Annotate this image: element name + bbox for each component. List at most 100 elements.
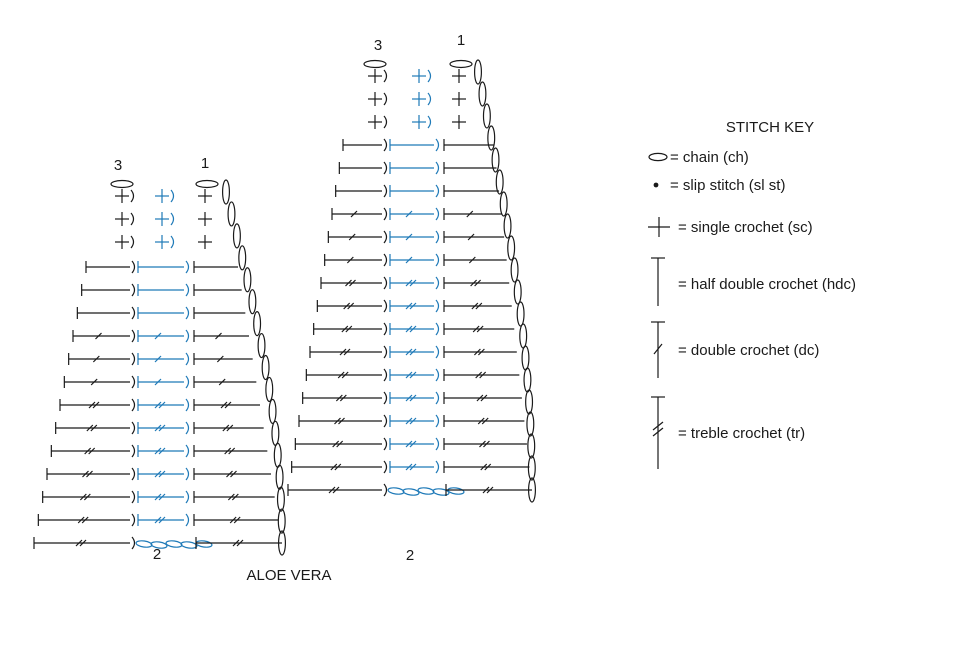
stitch-gap-icon xyxy=(185,329,190,343)
chain-icon xyxy=(417,487,435,495)
chain-icon xyxy=(402,488,420,496)
chain-icon xyxy=(278,530,287,556)
stitch-gap-icon xyxy=(131,329,136,343)
stitch-mark xyxy=(389,277,434,289)
chain-icon xyxy=(277,508,286,534)
stitch-mark xyxy=(389,415,434,427)
chain-icon xyxy=(449,59,473,69)
large-chart-label-2: 2 xyxy=(406,547,414,564)
stitch-mark xyxy=(193,468,271,480)
stitch-mark xyxy=(193,330,249,342)
stitch-gap-icon xyxy=(131,467,136,481)
stitch-mark xyxy=(305,369,382,381)
chain-icon xyxy=(248,289,257,315)
single-crochet-icon xyxy=(412,115,426,129)
chain-icon xyxy=(521,345,530,371)
stitch-gap-icon xyxy=(435,368,440,382)
stitch-gap-icon xyxy=(130,212,135,226)
chain-icon xyxy=(271,420,280,446)
small-chart-label-2: 2 xyxy=(153,546,161,563)
small-chart-label-1: 1 xyxy=(201,155,209,172)
stitch-gap-icon xyxy=(435,138,440,152)
stitch-gap-icon xyxy=(185,444,190,458)
stitch-gap-icon xyxy=(185,260,190,274)
chain-icon xyxy=(507,235,516,261)
stitch-mark xyxy=(46,468,130,480)
single-crochet-icon xyxy=(198,235,212,249)
stitch-mark xyxy=(443,346,517,358)
stitch-mark xyxy=(33,537,130,549)
stitch-gap-icon xyxy=(383,161,388,175)
stitch-gap-icon xyxy=(131,306,136,320)
small-chart xyxy=(33,179,287,556)
stitch-mark xyxy=(291,461,382,473)
stitch-mark xyxy=(389,392,434,404)
chain-icon xyxy=(516,301,525,327)
stitch-gap-icon xyxy=(435,253,440,267)
stitch-mark xyxy=(195,537,282,549)
diagram-caption: ALOE VERA xyxy=(246,567,331,584)
stitch-mark xyxy=(313,323,382,335)
stitch-gap-icon xyxy=(435,207,440,221)
stitch-gap-icon xyxy=(383,115,388,129)
single-crochet-icon xyxy=(198,189,212,203)
stitch-gap-icon xyxy=(131,536,136,550)
stitch-mark xyxy=(389,185,434,197)
chain-icon xyxy=(275,464,284,490)
stitch-mark xyxy=(63,376,130,388)
stitch-gap-icon xyxy=(435,460,440,474)
chain-icon xyxy=(222,179,231,205)
chain-icon xyxy=(648,152,668,162)
stitch-mark xyxy=(193,491,275,503)
stitch-gap-icon xyxy=(185,421,190,435)
stitch-mark xyxy=(137,491,184,503)
key-treble-crochet-text: = treble crochet (tr) xyxy=(678,425,805,442)
treble-crochet-icon xyxy=(651,396,665,469)
large-chart xyxy=(287,59,536,503)
chain-icon xyxy=(110,179,134,189)
single-crochet-icon xyxy=(412,92,426,106)
stitch-mark xyxy=(324,254,382,266)
stitch-gap-icon xyxy=(383,276,388,290)
stitch-gap-icon xyxy=(185,490,190,504)
stitch-mark xyxy=(193,422,264,434)
single-crochet-icon xyxy=(368,92,382,106)
single-crochet-icon xyxy=(452,69,466,83)
stitch-mark xyxy=(342,139,382,151)
stitch-gap-icon xyxy=(383,391,388,405)
stitch-mark xyxy=(320,277,382,289)
stitch-gap-icon xyxy=(383,414,388,428)
chain-icon xyxy=(165,540,183,548)
stitch-mark xyxy=(85,261,130,273)
stitch-mark xyxy=(443,277,510,289)
chain-icon xyxy=(478,81,487,107)
chain-icon xyxy=(276,486,285,512)
stitch-gap-icon xyxy=(427,69,432,83)
chain-icon xyxy=(495,169,504,195)
stitch-gap-icon xyxy=(185,306,190,320)
chain-icon xyxy=(238,245,247,271)
stitch-mark xyxy=(443,438,527,450)
stitch-mark xyxy=(389,162,434,174)
key-half-double-crochet-text: = half double crochet (hdc) xyxy=(678,276,856,293)
stitch-gap-icon xyxy=(130,189,135,203)
chain-icon xyxy=(265,376,274,403)
single-crochet-icon xyxy=(412,69,426,83)
stitch-mark xyxy=(443,254,507,266)
stitch-gap-icon xyxy=(185,467,190,481)
single-crochet-icon xyxy=(115,189,129,203)
stitch-mark xyxy=(76,307,130,319)
chain-icon xyxy=(525,389,534,415)
stitch-mark xyxy=(443,323,515,335)
stitch-gap-icon xyxy=(427,115,432,129)
chain-icon xyxy=(261,354,270,381)
stitch-mark xyxy=(389,461,434,473)
stitch-key: STITCH KEY = chain (ch) = slip stitch (s… xyxy=(648,119,856,469)
chain-icon xyxy=(499,191,508,217)
stitch-gap-icon xyxy=(383,92,388,106)
single-crochet-icon xyxy=(155,235,169,249)
stitch-gap-icon xyxy=(185,283,190,297)
stitch-key-title: STITCH KEY xyxy=(726,119,814,136)
single-crochet-icon xyxy=(155,189,169,203)
large-chart-label-3: 3 xyxy=(374,37,382,54)
